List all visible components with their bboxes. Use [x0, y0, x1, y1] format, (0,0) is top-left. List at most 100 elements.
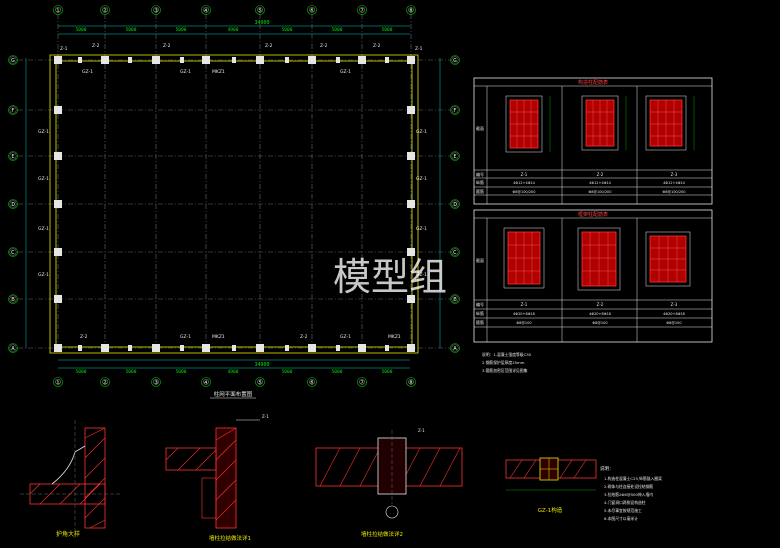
column-tag: GZ-1: [340, 334, 351, 340]
grid-col-label: ③: [153, 379, 159, 387]
column-tag: GZ-1: [416, 272, 427, 278]
detail-1-title: 护角大样: [56, 530, 80, 538]
bay-dim: 5000: [126, 369, 137, 375]
column-schedule-table-1: 构造柱配筋表 截面 编号 纵筋 箍筋 Z-1 Z-2 Z-3 4Φ12+4Φ14…: [473, 77, 713, 205]
column-tag: GZ-1: [180, 334, 191, 340]
grid-col-label: ⑥: [309, 379, 315, 387]
column-tag: GZ-1: [416, 176, 427, 182]
column-id: Z-3: [671, 302, 678, 307]
bay-dim: 4900: [228, 27, 239, 33]
grid-row-label: Ⓓ: [452, 201, 459, 209]
row-label: 箍筋: [476, 319, 484, 325]
plan-title: 柱网平面布置图: [214, 390, 253, 398]
section-drawing: [581, 95, 627, 151]
grid-col-label: ⑧: [408, 379, 414, 387]
long-bars: 4Φ20+8Φ18: [663, 312, 685, 316]
general-notes: 说明： 1.构造柱混凝土C25,纵筋锚入圈梁 2.砌体与柱连接处设拉结钢筋 3.…: [600, 465, 662, 521]
note-line: 6.本图尺寸以毫米计: [604, 516, 638, 521]
bay-dim: 5000: [76, 27, 87, 33]
grid-bubbles: [8, 5, 460, 387]
column-plan: 34900 34900 5000 5000 5000 4900 5000 500…: [8, 5, 460, 399]
row-label: 纵筋: [476, 310, 484, 316]
grid-row-label: Ⓐ: [452, 345, 459, 353]
bay-dim: 5000: [382, 27, 393, 33]
bay-dim: 5000: [176, 369, 187, 375]
detail-2-title: 墙柱拉结做法详1: [209, 534, 251, 542]
grid-row-label: Ⓖ: [10, 57, 17, 65]
detail-tie-1: Z-1 墙柱拉结做法详1: [165, 414, 269, 542]
grid-col-label: ①: [55, 379, 61, 387]
table-note: 3.箍筋加密区范围详见图集: [482, 368, 528, 373]
grid-row-label: Ⓐ: [10, 345, 17, 353]
column-id: Z-1: [521, 172, 528, 177]
column-tags: Z-1 Z-2 Z-2 Z-2 Z-2 Z-2 Z-1 GZ-1 GZ-1 MK…: [38, 43, 427, 340]
bay-dim: 5000: [76, 369, 87, 375]
hoops: Φ8@100: [666, 321, 681, 325]
column-tag: Z-2: [92, 43, 100, 49]
note-line: 5.未尽事宜按规范施工: [604, 508, 642, 513]
watermark: 模型组: [333, 255, 447, 299]
grid-col-label: ⑦: [359, 7, 365, 15]
row-label: 截面: [476, 257, 484, 263]
column-tag: Z-2: [320, 43, 328, 49]
column-tag: Z-2: [163, 43, 171, 49]
table-1-title: 构造柱配筋表: [578, 79, 608, 86]
row-label: 纵筋: [476, 179, 484, 185]
notes-title: 说明：: [600, 465, 614, 472]
row-label: 箍筋: [476, 188, 484, 194]
row-label: 编号: [476, 171, 484, 177]
grid-lines-horizontal: [18, 59, 450, 349]
detail-tag: Z-1: [418, 428, 425, 433]
bay-dim: 5000: [282, 369, 293, 375]
grid-row-label: Ⓔ: [452, 153, 459, 161]
column-tag: GZ-1: [38, 272, 49, 278]
overall-dimension-top: 34900: [254, 20, 269, 26]
detail-3-title: 墙柱拉结做法详2: [361, 530, 403, 538]
grid-row-label: Ⓒ: [452, 249, 459, 257]
column-tag: Z-2: [373, 43, 381, 49]
grid-col-label: ⑦: [359, 379, 365, 387]
column-id: Z-2: [597, 302, 604, 307]
grid-col-label: ⑥: [309, 7, 315, 15]
bay-dim: 4900: [228, 369, 239, 375]
hoops: Φ8@100: [592, 321, 607, 325]
grid-row-label: Ⓓ: [10, 201, 17, 209]
bay-dim: 5000: [176, 27, 187, 33]
table-note: 2.钢筋保护层厚度25mm: [482, 360, 525, 365]
section-drawing: [503, 227, 545, 289]
columns: [54, 56, 415, 352]
column-id: Z-2: [597, 172, 604, 177]
column-schedule-table-2: 框架柱配筋表 截面 编号 纵筋 箍筋 Z-1 Z-2 Z-3 4Φ20+8Φ18…: [473, 209, 713, 343]
grid-row-label: Ⓔ: [10, 153, 17, 161]
hoops: Φ8@100/200: [662, 190, 685, 194]
detail-4-title: GZ-1构造: [538, 506, 563, 514]
detail-tag: Z-1: [262, 414, 269, 419]
column-tag: GZ-1: [340, 69, 351, 75]
grid-row-label: Ⓒ: [10, 249, 17, 257]
long-bars: 4Φ20+8Φ18: [513, 312, 535, 316]
column-tag: GZ-1: [38, 129, 49, 135]
long-bars: 4Φ12+4Φ14: [663, 181, 686, 185]
long-bars: 4Φ12+4Φ14: [513, 181, 536, 185]
detail-corner-guard: 护角大样: [20, 420, 120, 540]
grid-col-label: ④: [203, 7, 209, 15]
section-drawing: [645, 95, 695, 151]
column-tag: GZ-1: [180, 69, 191, 75]
column-tag: GZ-1: [416, 129, 427, 135]
bay-dim: 5000: [332, 27, 343, 33]
grid-row-label: Ⓕ: [452, 107, 459, 115]
bay-dimensions: 5000 5000 5000 4900 5000 5000 5000 5000 …: [76, 27, 393, 375]
column-tag: Z-2: [80, 334, 88, 340]
bay-dim: 5000: [126, 27, 137, 33]
row-label: 编号: [476, 301, 484, 307]
column-tag: MKZ1: [212, 334, 225, 340]
grid-lines-vertical: [57, 14, 412, 354]
row-label: 截面: [476, 125, 484, 131]
grid-col-label: ②: [102, 7, 108, 15]
table-note: 说明：1.混凝土强度等级C30: [482, 352, 532, 357]
column-tag: GZ-1: [416, 226, 427, 232]
column-tag: Z-2: [300, 334, 308, 340]
grid-row-label: Ⓖ: [452, 57, 459, 65]
grid-row-label: Ⓑ: [10, 296, 17, 304]
grid-col-label: ④: [203, 379, 209, 387]
